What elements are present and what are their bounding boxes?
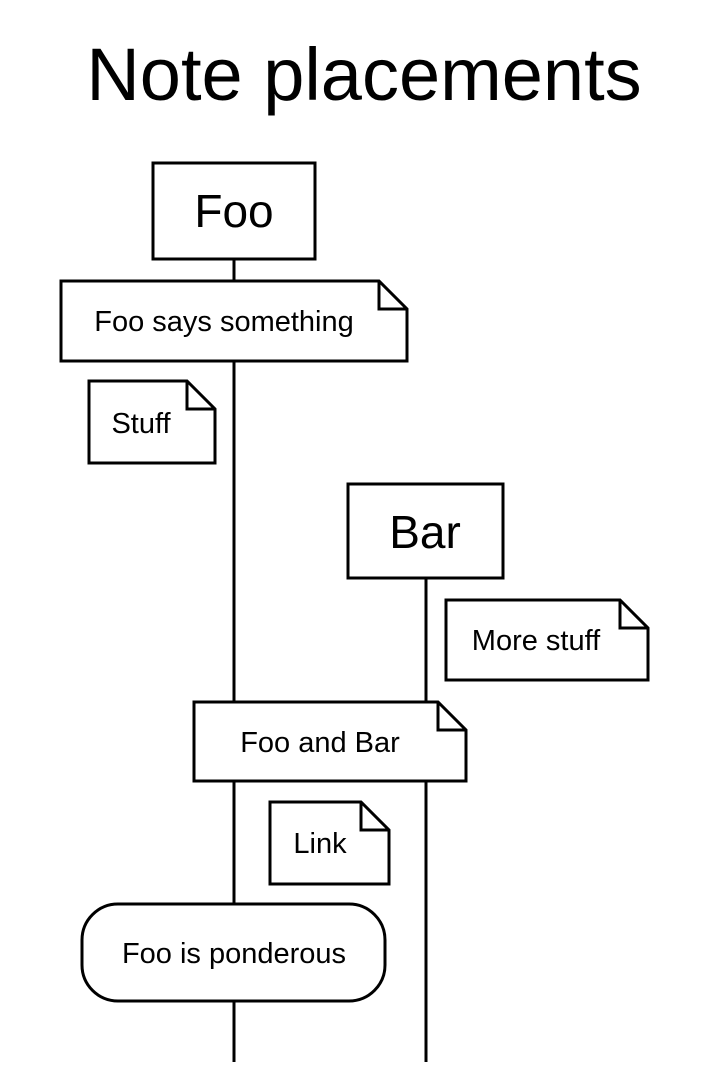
note-fold-icon [618,600,648,630]
note-foo-and-bar-shape [192,700,468,783]
actor-foo-label: Foo [194,185,273,237]
note-foo-is-ponderous-label: Foo is ponderous [122,938,346,970]
actor-foo: Foo [151,161,317,261]
note-more-stuff-label: More stuff [472,625,601,657]
actor-bar-label: Bar [389,506,461,558]
note-foo-is-ponderous: Foo is ponderous [80,902,387,1003]
note-foo-and-bar-label: Foo and Bar [240,727,400,759]
note-link: Link [268,800,391,886]
note-link-label: Link [293,828,347,860]
note-more-stuff: More stuff [444,598,650,682]
note-foo-says-something-label: Foo says something [94,306,354,338]
diagram-title: Note placements [86,33,641,116]
note-stuff-shape [87,379,217,465]
note-foo-says-something: Foo says something [59,279,409,363]
note-fold-icon [377,281,407,311]
note-more-stuff-shape [444,598,650,682]
note-foo-says-something-shape [59,279,409,363]
actor-foo-box [151,161,317,261]
actor-bar: Bar [346,482,505,580]
note-fold-icon [436,702,466,732]
note-stuff: Stuff [87,379,217,465]
note-foo-is-ponderous-shape [80,902,387,1003]
note-link-shape [268,800,391,886]
note-stuff-label: Stuff [111,408,171,440]
actor-bar-box [346,482,505,580]
note-fold-icon [185,381,215,411]
note-fold-icon [359,802,389,832]
note-foo-and-bar: Foo and Bar [192,700,468,783]
